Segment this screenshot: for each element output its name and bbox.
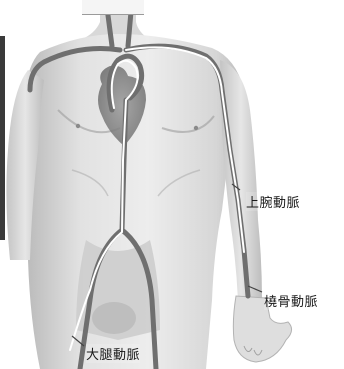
brachial-artery-label: 上腕動脈: [246, 192, 300, 211]
femoral-artery-label: 大腿動脈: [86, 344, 140, 363]
radial-artery-label: 橈骨動脈: [264, 291, 318, 310]
image-top-edge: [82, 0, 144, 15]
image-left-edge: [0, 36, 5, 240]
